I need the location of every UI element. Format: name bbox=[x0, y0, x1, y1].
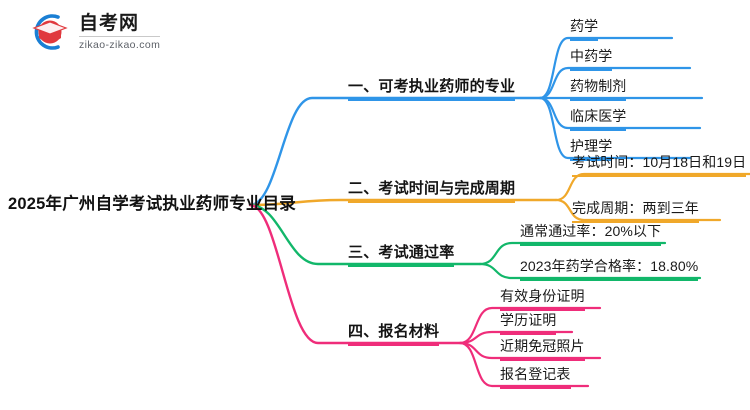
leaf-node-1-3[interactable]: 药物制剂 bbox=[570, 76, 627, 101]
leaf-node-3-2[interactable]: 2023年药学合格率：18.80% bbox=[520, 256, 699, 281]
branch-node-3[interactable]: 三、考试通过率 bbox=[348, 241, 455, 267]
leaf-node-4-4[interactable]: 报名登记表 bbox=[500, 364, 571, 389]
leaf-node-4-2[interactable]: 学历证明 bbox=[500, 310, 557, 335]
branch-node-1[interactable]: 一、可考执业药师的专业 bbox=[348, 75, 516, 101]
leaf-node-2-1[interactable]: 考试时间：10月18日和19日 bbox=[572, 152, 747, 177]
leaf-node-1-1[interactable]: 药学 bbox=[570, 16, 599, 41]
leaf-node-1-4[interactable]: 临床医学 bbox=[570, 106, 627, 131]
leaf-node-4-3[interactable]: 近期免冠照片 bbox=[500, 336, 585, 361]
mindmap-root-node[interactable]: 2025年广州自学考试执业药师专业目录 bbox=[8, 195, 297, 213]
leaf-node-4-1[interactable]: 有效身份证明 bbox=[500, 286, 585, 311]
logo-title: 自考网 bbox=[79, 14, 161, 37]
logo-url: zikao-zikao.com bbox=[79, 38, 161, 51]
leaf-node-3-1[interactable]: 通常通过率：20%以下 bbox=[520, 221, 662, 246]
leaf-node-1-5[interactable]: 护理学 bbox=[570, 136, 613, 161]
connector-branch-2-leaf-1 bbox=[554, 172, 750, 202]
leaf-node-2-2[interactable]: 完成周期：两到三年 bbox=[572, 198, 699, 223]
branch-node-2[interactable]: 二、考试时间与完成周期 bbox=[348, 177, 516, 203]
graduation-cap-icon bbox=[28, 10, 72, 54]
leaf-node-1-2[interactable]: 中药学 bbox=[570, 46, 613, 71]
branch-node-4[interactable]: 四、报名材料 bbox=[348, 320, 440, 346]
site-logo: 自考网 zikao-zikao.com bbox=[28, 10, 161, 54]
